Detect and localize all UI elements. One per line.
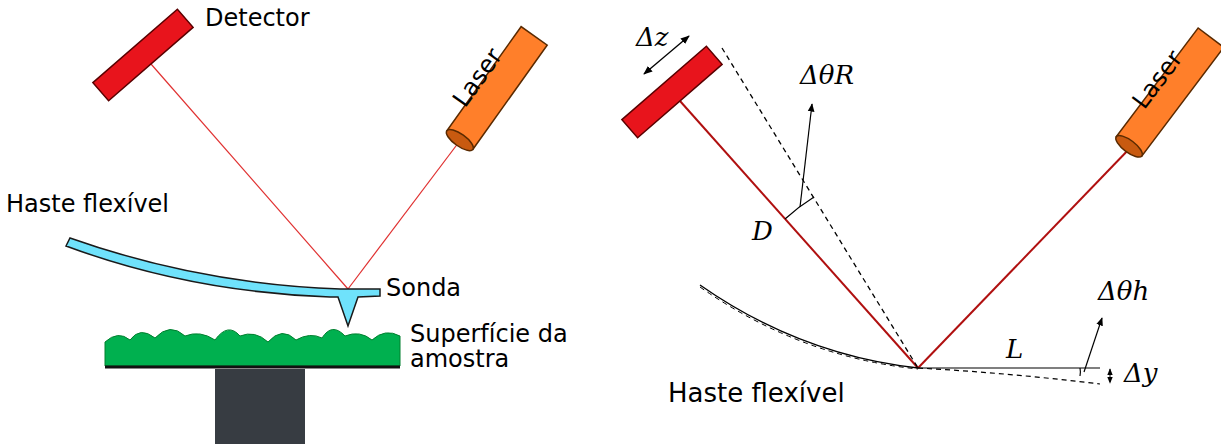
surface-base xyxy=(105,366,400,369)
theta-h-label: Δθh xyxy=(1098,278,1149,305)
sample-label: Superfície da amostra xyxy=(410,322,568,372)
theta-r-label: ΔθR xyxy=(800,62,854,89)
dy-label: Δy xyxy=(1124,360,1157,387)
incident-beam xyxy=(348,138,462,289)
cantilever-label: Haste flexível xyxy=(668,380,845,407)
laser-cylinder xyxy=(1113,28,1221,161)
laser-cylinder xyxy=(443,27,547,155)
cantilever-deflected xyxy=(918,368,1100,384)
detector xyxy=(622,46,722,138)
leader-arrow xyxy=(800,104,812,207)
dz-label: Δz xyxy=(636,24,668,51)
incident-beam xyxy=(918,146,1132,368)
detector-label: Detector xyxy=(205,6,310,31)
angle-arc xyxy=(785,197,814,219)
sample-stage xyxy=(215,369,305,444)
cantilever-rest xyxy=(918,367,1100,368)
probe-label: Sonda xyxy=(386,276,461,301)
cantilever xyxy=(700,285,918,368)
detector xyxy=(93,9,193,101)
cantilever-probe xyxy=(66,238,380,326)
reflected-beam xyxy=(680,101,918,368)
sample-surface xyxy=(105,329,400,366)
angle-arc xyxy=(1079,368,1081,376)
cantilever-label: Haste flexível xyxy=(6,192,169,217)
l-label: L xyxy=(1006,336,1023,363)
cantilever-deflected xyxy=(700,287,918,369)
deflected-beam xyxy=(722,48,918,368)
reflected-beam xyxy=(151,64,348,289)
dy-arrow xyxy=(1110,369,1111,383)
d-label: D xyxy=(752,218,773,245)
leader-arrow xyxy=(1084,318,1102,372)
